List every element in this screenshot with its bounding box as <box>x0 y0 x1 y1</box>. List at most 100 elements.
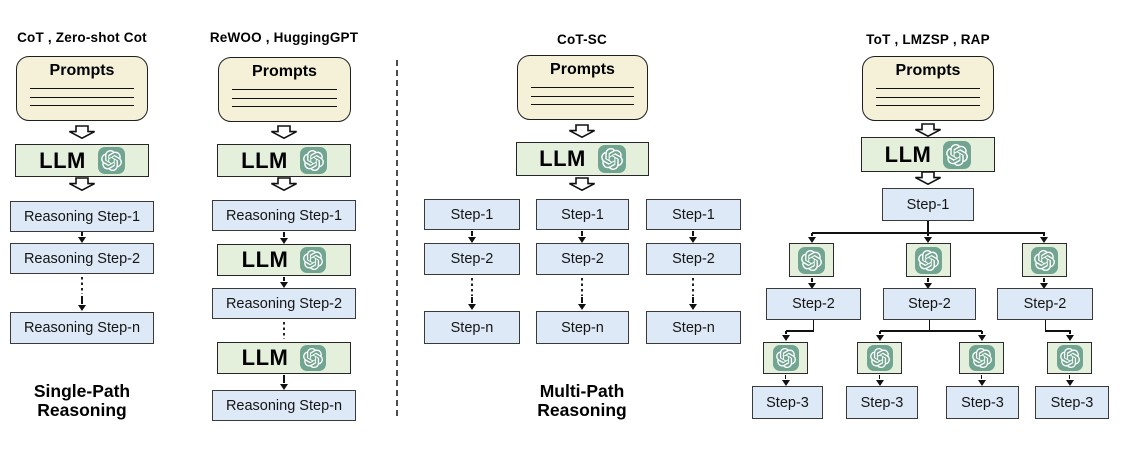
llm-box: LLM <box>15 144 149 177</box>
arrow-down-connector <box>1043 278 1045 282</box>
step-box: Step-3 <box>846 386 918 419</box>
step-box-root: Step-1 <box>882 188 974 221</box>
branch-line <box>927 221 929 233</box>
arrow-down-connector <box>927 278 929 282</box>
step-box: Step-2 <box>536 243 629 275</box>
prompts-label: Prompts <box>252 63 317 80</box>
arrow-down-connector <box>1068 375 1071 379</box>
step-box: Step-2 <box>883 288 976 320</box>
arrow-down-connector <box>927 233 929 236</box>
section-title-rewoo: ReWOO , HuggingGPT <box>209 30 359 45</box>
arrow-down-connector <box>1069 331 1071 334</box>
step-box: Step-3 <box>1035 386 1109 419</box>
arrow-down-connector <box>879 331 881 334</box>
llm-label: LLM <box>241 247 289 272</box>
arrow-down-connector <box>692 297 694 303</box>
arrow-down-connector <box>980 375 983 379</box>
prompts-label: Prompts <box>550 61 615 78</box>
llm-box: LLM <box>217 244 351 276</box>
step-box: Step-2 <box>646 243 741 275</box>
llm-label: LLM <box>539 146 586 171</box>
arrow-down-connector <box>581 231 583 236</box>
caption-line: Multi-Path <box>539 381 625 401</box>
down-block-arrow-icon <box>914 123 942 137</box>
step-box: Step-2 <box>766 288 861 320</box>
llm-box: LLM <box>861 137 995 172</box>
branch-line <box>786 330 814 332</box>
arrow-down-connector <box>811 233 813 236</box>
prompt-line <box>531 104 634 105</box>
prompt-line <box>30 88 134 89</box>
llm-box: LLM <box>516 142 649 176</box>
prompt-line <box>232 106 337 107</box>
caption-line: Reasoning <box>37 400 127 420</box>
arrow-down-connector <box>692 231 694 236</box>
openai-logo-icon <box>597 145 626 173</box>
down-block-arrow-icon <box>68 177 96 191</box>
llm-box: LLM <box>217 342 351 374</box>
arrow-down-connector <box>784 375 787 379</box>
dotted-connector <box>81 277 83 294</box>
llm-node <box>1022 243 1067 277</box>
dotted-connector <box>283 322 285 339</box>
arrow-down-connector <box>811 278 813 282</box>
reasoning-step-box: Reasoning Step-2 <box>212 288 356 319</box>
prompts-box: Prompts <box>16 56 148 121</box>
prompts-label: Prompts <box>895 62 961 79</box>
openai-logo-icon <box>1031 246 1058 274</box>
arrow-down-connector <box>283 232 285 237</box>
llm-box: LLM <box>217 144 351 177</box>
prompt-line <box>876 105 980 106</box>
down-block-arrow-icon <box>914 171 942 185</box>
llm-node <box>789 243 834 277</box>
branch-line <box>812 320 814 331</box>
down-block-arrow-icon <box>68 125 96 139</box>
step-box: Step-1 <box>536 199 629 230</box>
prompt-line <box>232 97 337 99</box>
reasoning-step-box: Reasoning Step-1 <box>10 201 154 232</box>
section-caption-multi-path: Multi-Path Reasoning <box>512 382 652 420</box>
llm-label: LLM <box>39 147 86 173</box>
prompts-box: Prompts <box>517 55 648 120</box>
arrow-down-connector <box>471 231 473 236</box>
llm-node <box>906 243 951 277</box>
llm-node <box>1047 342 1092 374</box>
openai-logo-icon <box>866 345 893 371</box>
prompt-text-lines <box>876 88 980 106</box>
down-block-arrow-icon <box>568 124 596 138</box>
openai-logo-icon <box>798 246 825 274</box>
section-title-tot: ToT , LMZSP , RAP <box>866 32 990 47</box>
llm-node <box>959 342 1004 374</box>
prompt-line <box>531 87 634 88</box>
openai-logo-icon <box>968 345 995 371</box>
llm-label: LLM <box>884 141 932 167</box>
prompt-line <box>876 88 980 89</box>
step-box: Step-2 <box>424 243 520 275</box>
caption-line: Single-Path <box>33 381 131 401</box>
prompt-line <box>876 96 980 98</box>
arrow-down-connector <box>785 331 787 334</box>
openai-logo-icon <box>300 345 327 371</box>
arrow-down-connector <box>981 331 983 334</box>
step-box: Step-2 <box>997 288 1093 320</box>
reasoning-step-box: Reasoning Step-n <box>10 312 154 344</box>
down-block-arrow-icon <box>270 125 298 139</box>
prompts-label: Prompts <box>49 62 115 79</box>
step-box: Step-n <box>536 311 629 344</box>
openai-logo-icon <box>97 147 125 174</box>
llm-node <box>763 342 808 374</box>
prompt-line <box>30 105 134 106</box>
arrow-down-connector <box>878 375 881 379</box>
arrow-down-connector <box>581 297 583 303</box>
openai-logo-icon <box>300 247 327 273</box>
dotted-connector <box>471 278 473 296</box>
prompt-line <box>531 95 634 97</box>
section-caption-single-path: Single-Path Reasoning <box>12 382 152 420</box>
caption-line: Reasoning <box>537 400 627 420</box>
step-box: Step-1 <box>646 199 741 230</box>
branch-line <box>880 330 982 332</box>
dotted-connector <box>581 278 583 296</box>
step-box: Step-3 <box>946 386 1019 419</box>
arrow-down-connector <box>283 277 285 281</box>
